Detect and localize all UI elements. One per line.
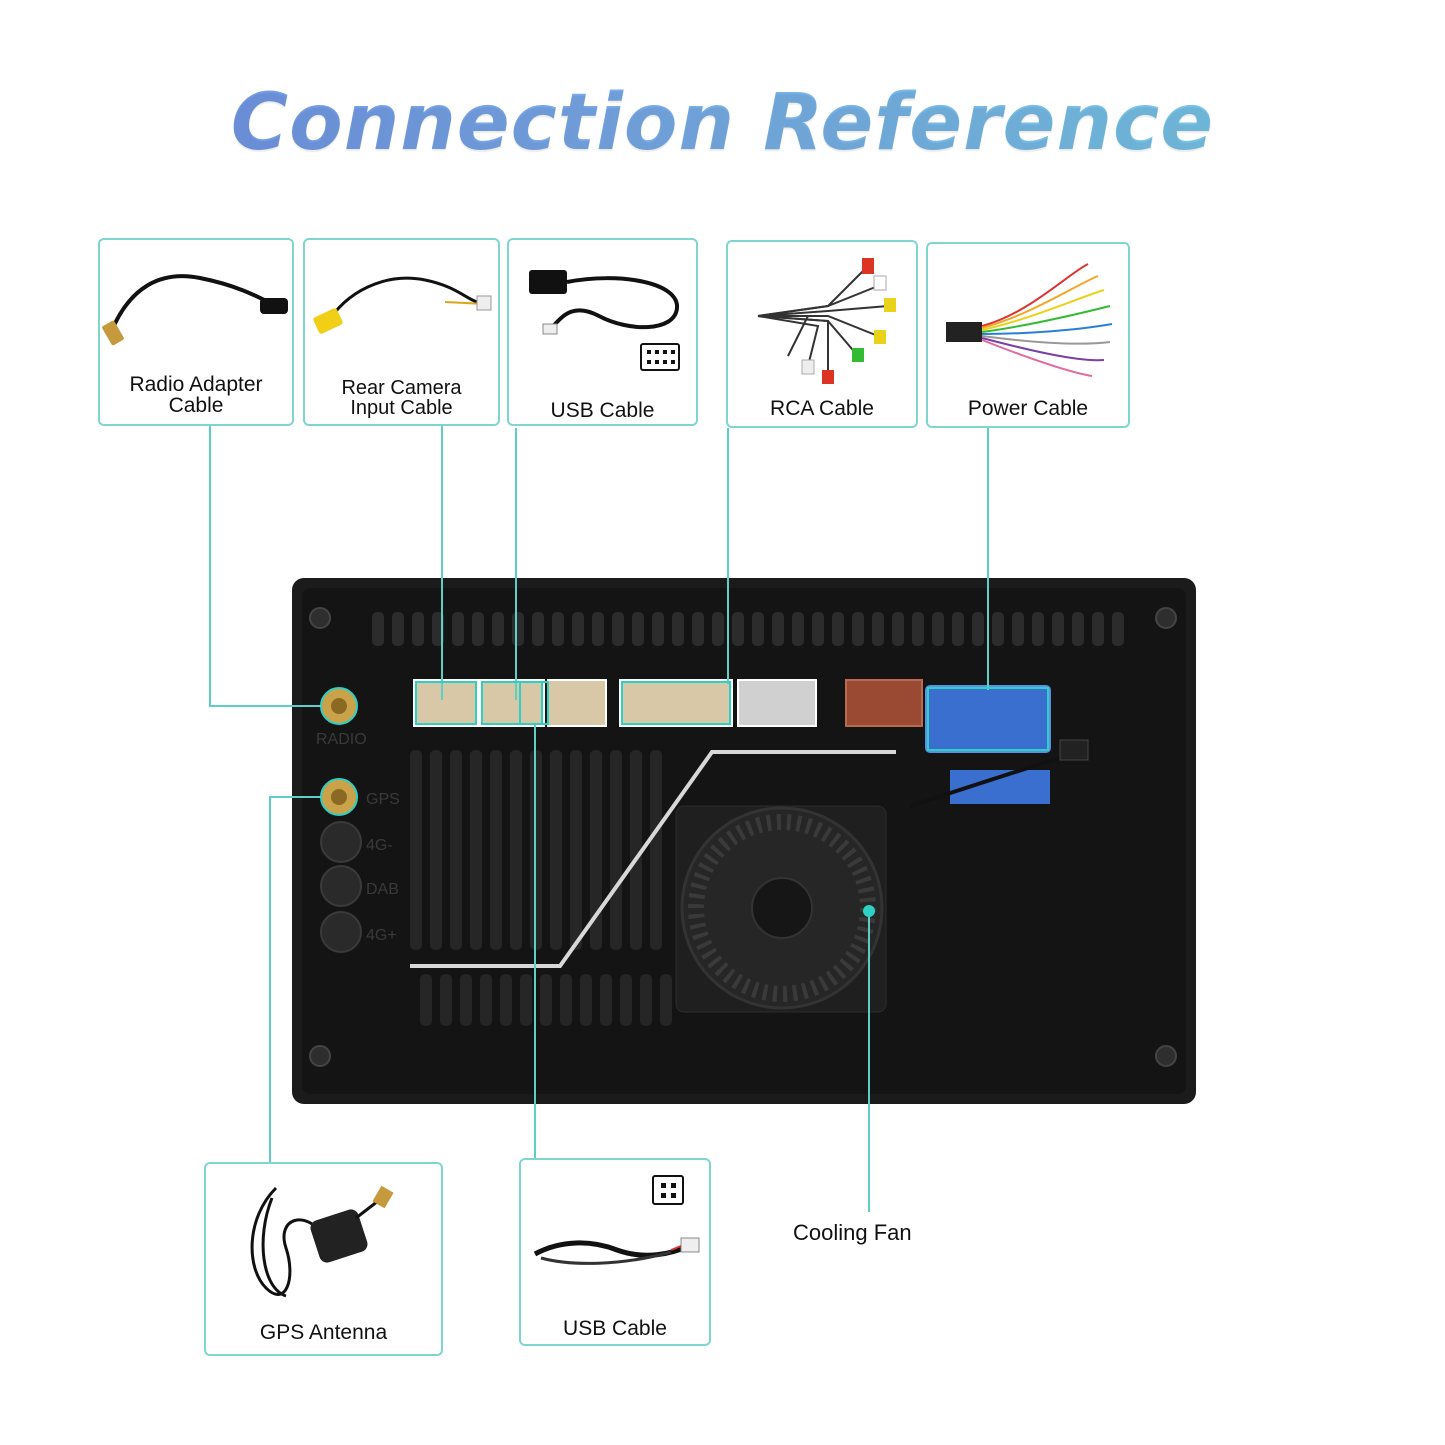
- power-cable-label: Power Cable: [967, 397, 1089, 420]
- dab-port-label: DAB: [366, 881, 399, 898]
- fan-marker: [863, 905, 875, 917]
- usb-cable-icon: [529, 270, 680, 371]
- gps-antenna-label: GPS Antenna: [259, 1321, 388, 1344]
- gps-port-label: GPS: [366, 791, 400, 808]
- leader-radio: [209, 426, 321, 707]
- card-usb-cable-bottom: USB Cable: [519, 1158, 711, 1346]
- card-rca-cable: RCA Cable: [726, 240, 918, 428]
- card-radio-adapter-cable: Radio Adapter Cable: [98, 238, 294, 426]
- radio-adapter-cable-icon: [102, 274, 288, 346]
- antenna-ports: [320, 687, 362, 953]
- cooling-fan: [675, 805, 887, 1013]
- usb-cable-icon-bottom: [533, 1175, 700, 1265]
- card-rear-camera-cable: Rear Camera Input Cable: [303, 238, 500, 426]
- leader-lines: [209, 426, 989, 1212]
- radio-adapter-cable-label: Radio Adapter Cable: [129, 373, 263, 417]
- card-power-cable: Power Cable: [926, 242, 1130, 428]
- rca-cable-label: RCA Cable: [770, 397, 874, 420]
- gps-antenna-icon: [250, 1185, 394, 1298]
- rear-camera-cable-icon: [313, 276, 492, 334]
- card-gps-antenna: GPS Antenna: [204, 1162, 443, 1356]
- leader-gps: [269, 796, 321, 1162]
- cooling-fan-label: Cooling Fan: [793, 1220, 912, 1245]
- port-4g-a-label: 4G-: [366, 837, 393, 854]
- usb-cable-bottom-label: USB Cable: [563, 1317, 667, 1340]
- usb-cable-top-label: USB Cable: [550, 399, 655, 422]
- page-title: Connection Reference: [0, 78, 1445, 168]
- power-cable-icon: [946, 263, 1113, 377]
- radio-port-label: RADIO: [316, 731, 367, 748]
- port-4g-b-label: 4G+: [366, 927, 397, 944]
- connector-block: [413, 679, 1089, 808]
- card-usb-cable-top: USB Cable: [507, 238, 698, 426]
- rca-cable-icon: [757, 258, 896, 384]
- rear-camera-cable-label: Rear Camera Input Cable: [341, 377, 462, 419]
